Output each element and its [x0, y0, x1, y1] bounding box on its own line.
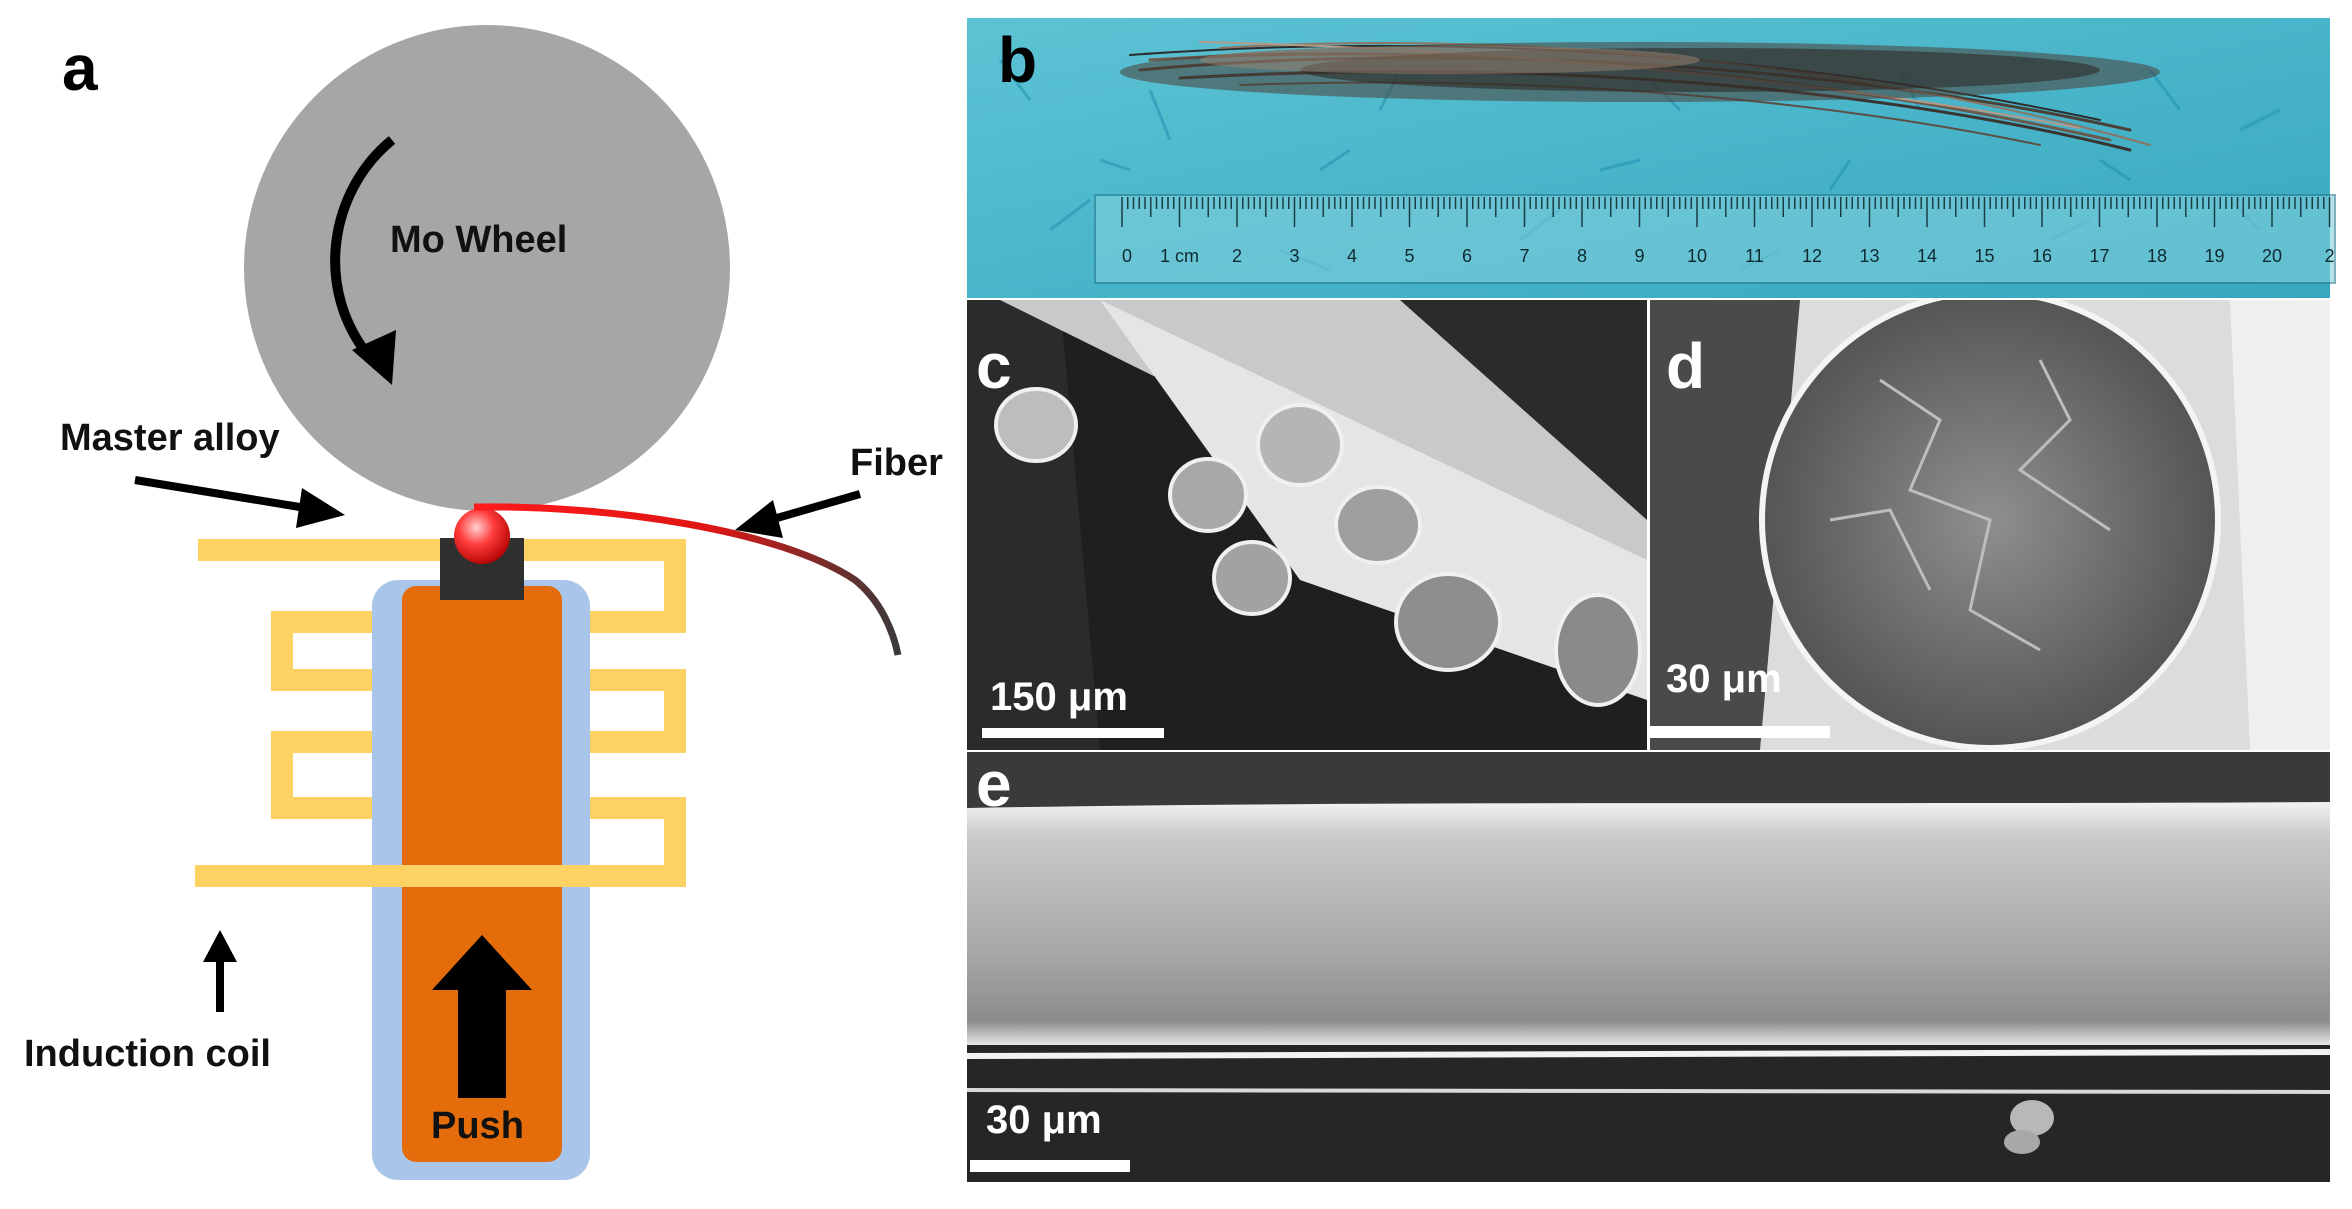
- induction-coil: [195, 539, 686, 887]
- push-label: Push: [431, 1105, 524, 1147]
- panel-e: e 30 μm: [967, 748, 2330, 1182]
- panel-d-scale-label: 30 μm: [1666, 657, 1782, 701]
- ruler-label: 12: [1802, 246, 1822, 266]
- push-arrow: [432, 935, 532, 1098]
- fiber-bundle: [1120, 41, 2160, 152]
- master-alloy-arrow-head: [296, 488, 345, 528]
- master-alloy-arrow: [134, 476, 319, 514]
- ruler-label: 16: [2032, 246, 2052, 266]
- panel-c: c 150 μm: [967, 300, 1647, 750]
- ruler-label: 2: [2324, 246, 2334, 266]
- ruler-label: 8: [1577, 246, 1587, 266]
- ruler-label: 1 cm: [1160, 246, 1199, 266]
- panel-a-letter: a: [62, 32, 98, 104]
- ruler-label: 6: [1462, 246, 1472, 266]
- rotation-arrow-head: [352, 330, 396, 385]
- fiber-stream: [473, 503, 902, 656]
- ruler-label: 19: [2204, 246, 2224, 266]
- ruler-label: 20: [2262, 246, 2282, 266]
- panel-a: a Mo Wheel Push Master alloy Fiber Induc…: [24, 25, 943, 1180]
- induction-coil-front: [195, 539, 675, 887]
- fiber-longitudinal: [967, 802, 2330, 1045]
- ruler-label: 15: [1974, 246, 1994, 266]
- mo-wheel: [244, 25, 730, 511]
- ruler-label: 4: [1347, 246, 1357, 266]
- fiber-cross-sections: [994, 387, 1642, 707]
- panel-c-scale-label: 150 μm: [990, 675, 1128, 719]
- ruler-ticks: [1121, 197, 2331, 227]
- induction-coil-label: Induction coil: [24, 1033, 271, 1075]
- panel-e-letter: e: [976, 748, 1012, 820]
- panel-e-scale-label: 30 μm: [986, 1098, 1102, 1142]
- fiber-arrow-head: [735, 500, 783, 538]
- ruler-label: 17: [2089, 246, 2109, 266]
- melt-drop: [454, 508, 510, 564]
- master-alloy-label: Master alloy: [60, 417, 280, 459]
- panel-c-scale-bar: [982, 728, 1164, 738]
- ruler-label: 18: [2147, 246, 2167, 266]
- panel-d: d 30 μm: [1650, 300, 2330, 750]
- panel-d-scale-bar: [1650, 726, 1830, 738]
- ruler-label: 2: [1232, 246, 1242, 266]
- ruler-label: 7: [1519, 246, 1529, 266]
- fiber-label: Fiber: [850, 442, 943, 484]
- ruler-label: 9: [1634, 246, 1644, 266]
- ruler-label: 5: [1404, 246, 1414, 266]
- panel-e-scale-bar: [970, 1160, 1130, 1172]
- ruler-label: 0: [1122, 246, 1132, 266]
- ruler-labels: 0 1 cm 2 3 4 5 6 7 8 9 10 11 12 13 14 15 16 17 18 19 20 2: [1122, 246, 2335, 266]
- ruler-label: 13: [1859, 246, 1879, 266]
- panel-b-letter: b: [998, 24, 1037, 96]
- rotation-arrow: [330, 136, 396, 364]
- induction-coil-arrow-head: [203, 930, 237, 962]
- fiber-arrow: [768, 490, 862, 524]
- mo-wheel-label: Mo Wheel: [390, 219, 567, 261]
- ruler-label: 11: [1745, 246, 1764, 266]
- panel-c-letter: c: [976, 330, 1012, 402]
- ruler-label: 14: [1917, 246, 1937, 266]
- panel-b: 0 1 cm 2 3 4 5 6 7 8 9 10 11 12 13 14 15 16 17 18 19 20 2 b: [967, 18, 2336, 298]
- panel-d-letter: d: [1666, 330, 1705, 402]
- ruler-label: 3: [1289, 246, 1299, 266]
- ruler-label: 10: [1687, 246, 1707, 266]
